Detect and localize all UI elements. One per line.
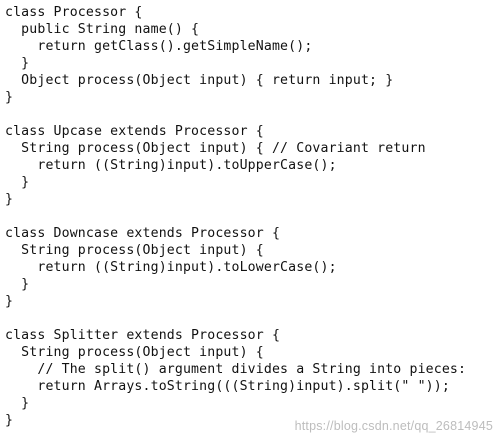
code-line: String process(Object input) { // Covari… — [5, 141, 426, 156]
code-line — [5, 310, 466, 327]
code-block: class Processor { public String name() {… — [5, 4, 466, 429]
code-line: } — [5, 413, 14, 428]
code-line: return ((String)input).toLowerCase(); — [5, 260, 337, 275]
code-line: String process(Object input) { — [5, 243, 264, 258]
code-line: class Splitter extends Processor { — [5, 328, 281, 343]
code-line: return getClass().getSimpleName(); — [5, 39, 313, 54]
code-line: return ((String)input).toUpperCase(); — [5, 158, 337, 173]
watermark-text: https://blog.csdn.net/qq_26814945 — [294, 419, 493, 433]
code-line — [5, 208, 466, 225]
code-line: } — [5, 192, 14, 207]
code-line: } — [5, 294, 14, 309]
code-line: Object process(Object input) { return in… — [5, 73, 394, 88]
code-line: } — [5, 56, 30, 71]
code-line: public String name() { — [5, 22, 200, 37]
code-line: String process(Object input) { — [5, 345, 264, 360]
code-line: class Upcase extends Processor { — [5, 124, 264, 139]
code-line: class Processor { — [5, 5, 143, 20]
code-line: } — [5, 175, 30, 190]
code-line: } — [5, 396, 30, 411]
code-line: } — [5, 90, 14, 105]
code-line: class Downcase extends Processor { — [5, 226, 281, 241]
code-line: // The split() argument divides a String… — [5, 362, 467, 377]
code-line: } — [5, 277, 30, 292]
code-line — [5, 106, 466, 123]
code-line: return Arrays.toString(((String)input).s… — [5, 379, 450, 394]
